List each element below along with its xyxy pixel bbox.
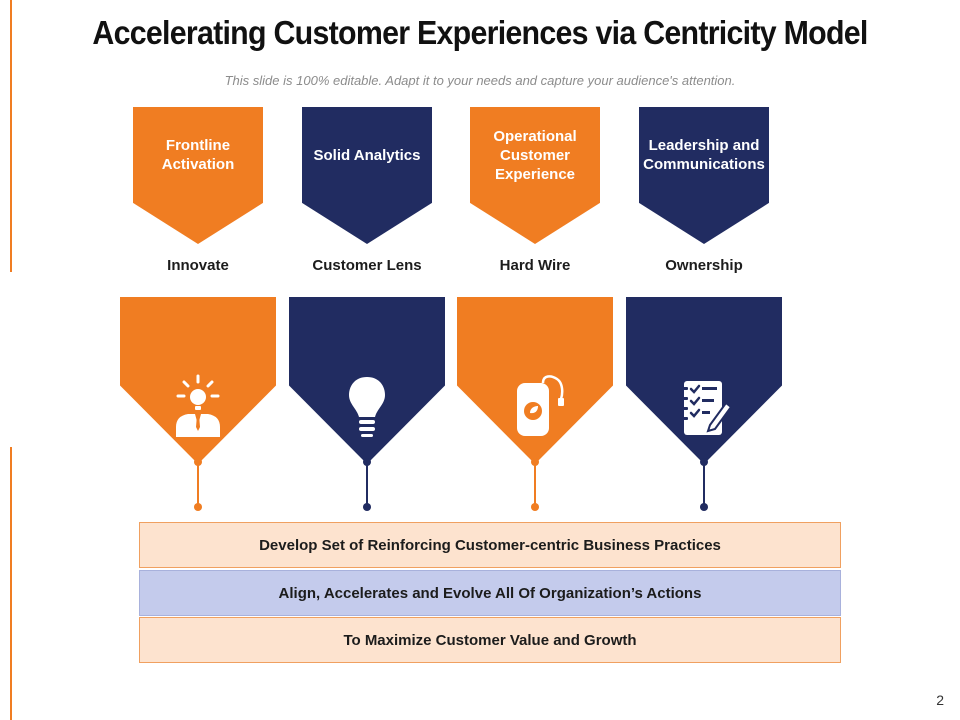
connector-dot (531, 503, 539, 511)
band-develop-practices: Develop Set of Reinforcing Customer-cent… (139, 522, 841, 568)
connector-dot (363, 458, 371, 466)
column-label-customer-lens: Customer Lens (312, 257, 422, 274)
tag-solid-analytics: Solid Analytics (302, 107, 432, 244)
connector-dot (194, 503, 202, 511)
tag-operational-customer-experience: Operational Customer Experience (470, 107, 600, 244)
column-label-innovate: Innovate (167, 257, 229, 274)
tag-label: Frontline Activation (161, 137, 235, 173)
tag-label: Leadership and Communications (643, 137, 765, 173)
tag-label: Operational Customer Experience (493, 127, 577, 183)
slide-title: Accelerating Customer Experiences via Ce… (92, 14, 868, 51)
connector-dot (700, 503, 708, 511)
slide-subtitle: This slide is 100% editable. Adapt it to… (224, 73, 736, 88)
lightbulb-icon (349, 377, 385, 437)
connector-dot (194, 458, 202, 466)
connector-dot (363, 503, 371, 511)
connector-line (366, 462, 368, 506)
tag-label: Solid Analytics (313, 146, 421, 164)
connector-line (197, 462, 199, 506)
band-maximize-value: To Maximize Customer Value and Growth (139, 617, 841, 663)
connector-dot (700, 458, 708, 466)
left-accent-line (10, 0, 12, 272)
power-bank-icon (517, 375, 564, 436)
band-align-actions: Align, Accelerates and Evolve All Of Org… (139, 570, 841, 616)
page-number: 2 (936, 692, 944, 708)
left-accent-line-lower (10, 447, 12, 720)
businessman-lightbulb-icon (176, 374, 220, 437)
connector-line (534, 462, 536, 506)
tag-frontline-activation: Frontline Activation (133, 107, 263, 244)
column-label-ownership: Ownership (665, 257, 743, 274)
connector-line (703, 462, 705, 506)
column-label-hard-wire: Hard Wire (499, 257, 571, 274)
tag-leadership-communications: Leadership and Communications (639, 107, 769, 244)
connector-dot (531, 458, 539, 466)
checklist-icon (682, 381, 733, 435)
